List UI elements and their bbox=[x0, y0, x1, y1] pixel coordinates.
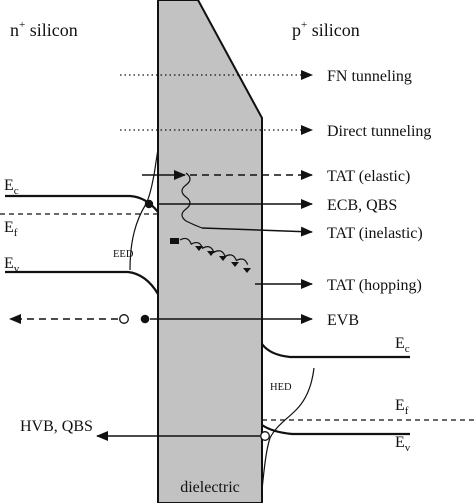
hvb-hole-circle bbox=[260, 431, 270, 441]
direct-tunneling-label: Direct tunneling bbox=[327, 123, 431, 140]
right-conduction-band bbox=[261, 343, 410, 359]
hopping-trap-3 bbox=[219, 256, 227, 261]
left-valence-band bbox=[5, 270, 159, 295]
electron-dot bbox=[144, 199, 154, 209]
hole-circle bbox=[119, 314, 129, 324]
tat-inelastic-arrow bbox=[201, 226, 313, 237]
tat-inelastic-label: TAT (inelastic) bbox=[327, 225, 423, 242]
tat-inelastic-wavy-path bbox=[181, 172, 203, 229]
fn-tunneling-label: FN tunneling bbox=[327, 68, 412, 85]
left-conduction-band bbox=[5, 194, 159, 213]
n-silicon-label: n+ silicon bbox=[10, 19, 78, 40]
tat-elastic-label: TAT (elastic) bbox=[327, 168, 410, 185]
evb-electron-dot bbox=[140, 314, 150, 324]
right-ec-label: Ec bbox=[395, 335, 410, 355]
eed-distribution-curve bbox=[129, 147, 159, 271]
evb-label: EVB bbox=[327, 312, 359, 329]
dielectric-label: dielectric bbox=[180, 479, 240, 496]
hopping-trap-2 bbox=[207, 251, 215, 256]
right-ef-label: Ef bbox=[395, 397, 409, 417]
hed-label: HED bbox=[270, 382, 292, 393]
trap-state bbox=[170, 238, 179, 244]
hvb-label: HVB, QBS bbox=[20, 418, 93, 435]
eed-label: EED bbox=[113, 249, 134, 260]
ecb-label: ECB, QBS bbox=[327, 197, 397, 214]
hed-distribution-curve bbox=[261, 367, 315, 491]
left-ev-label: Ev bbox=[4, 255, 20, 275]
left-ef-label: Ef bbox=[4, 219, 18, 239]
hopping-trap-5 bbox=[243, 268, 251, 273]
right-valence-band bbox=[261, 424, 410, 436]
p-silicon-label: p+ silicon bbox=[292, 19, 360, 40]
left-ec-label: Ec bbox=[4, 177, 19, 197]
hopping-trap-1 bbox=[195, 246, 203, 251]
tat-hopping-label: TAT (hopping) bbox=[327, 277, 422, 294]
right-ev-label: Ev bbox=[395, 434, 411, 454]
hopping-trap-4 bbox=[231, 262, 239, 267]
